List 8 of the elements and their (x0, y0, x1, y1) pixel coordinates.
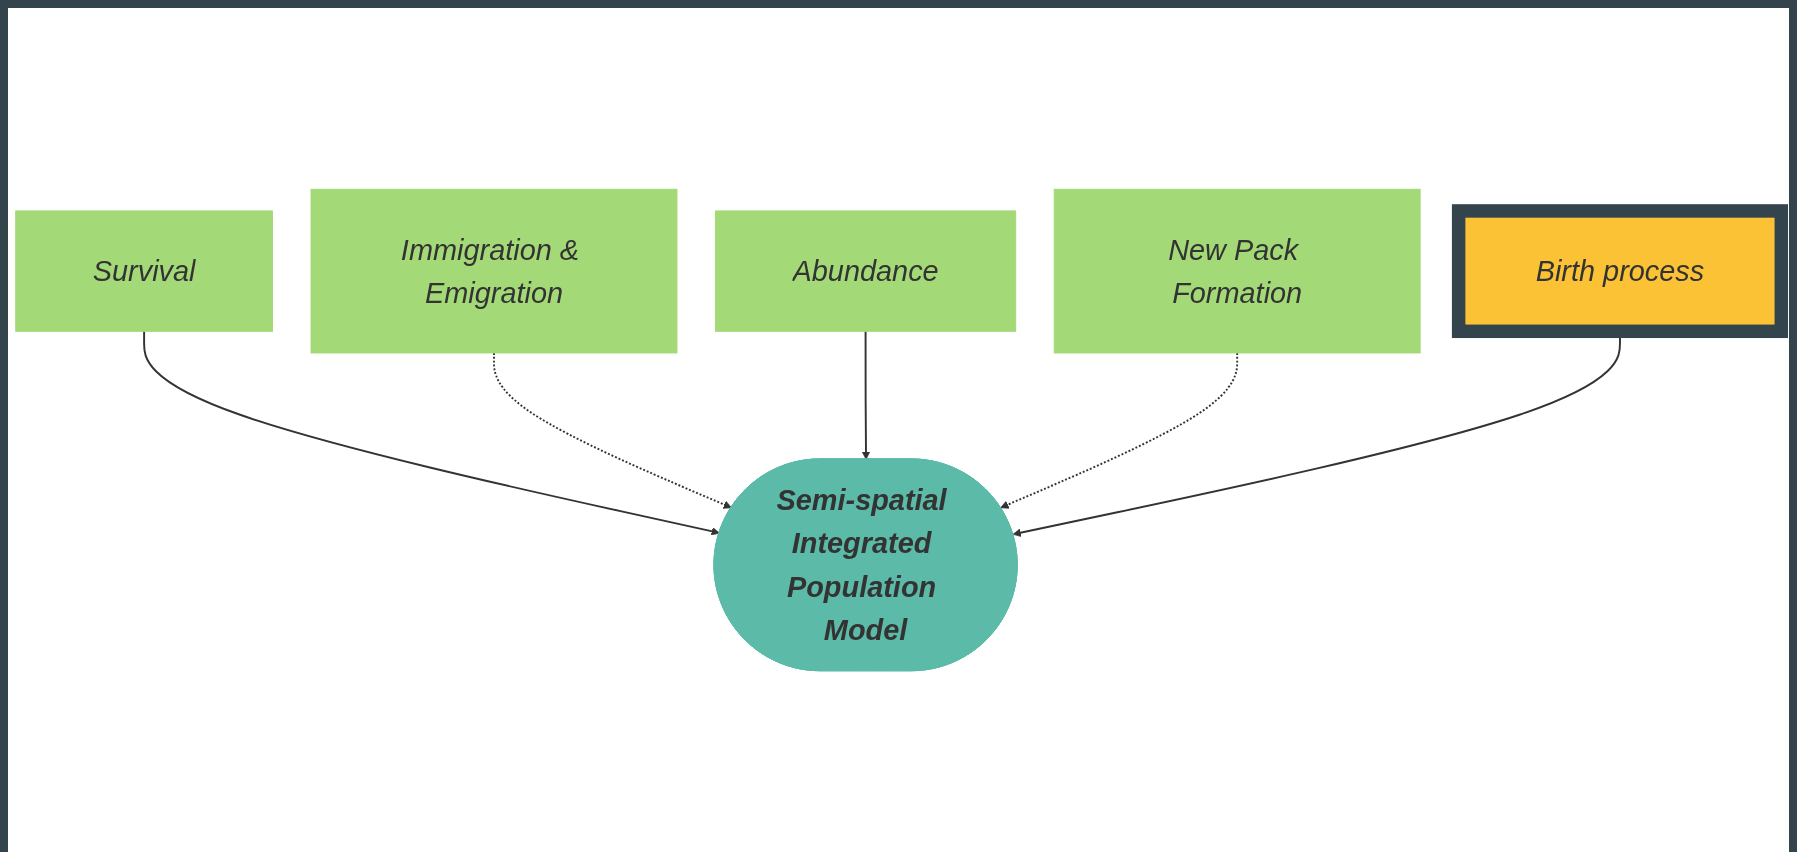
node-box: Survival (15, 210, 273, 332)
node-box: Birth process (1451, 204, 1789, 339)
arrow (493, 352, 732, 509)
node-box: New Pack Formation (1053, 188, 1421, 354)
arrow (1000, 352, 1239, 509)
node-box: Immigration & Emigration (310, 188, 678, 354)
arrow (143, 330, 720, 536)
arrow (861, 330, 871, 460)
